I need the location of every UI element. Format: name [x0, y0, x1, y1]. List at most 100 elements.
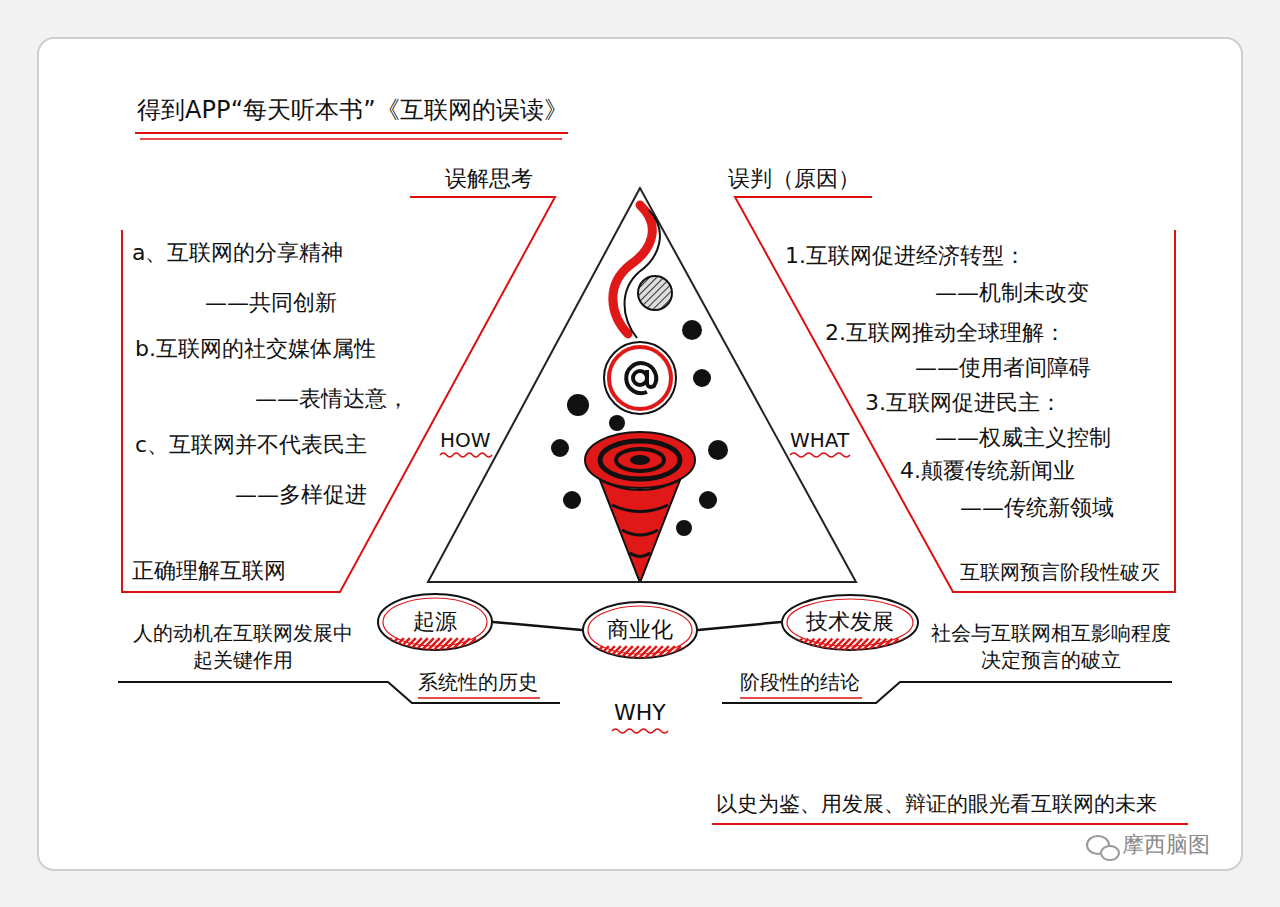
list-note: ——表情达意， [255, 386, 409, 412]
conclusion: 以史为鉴、用发展、辩证的眼光看互联网的未来 [716, 792, 1157, 817]
title-underline [140, 138, 562, 140]
stripe [481, 638, 494, 651]
node-text-holder: 商业化 [607, 617, 673, 643]
at-ring [609, 347, 671, 409]
wavy-underline [440, 453, 492, 457]
stripe [505, 638, 518, 651]
spiral [616, 449, 664, 471]
stripe [367, 638, 380, 651]
stripe [724, 638, 736, 650]
stripe [892, 638, 904, 650]
stripe [952, 638, 964, 650]
ellipse-border [378, 594, 492, 650]
stripe [910, 638, 922, 650]
ellipse-inner-ring [787, 599, 913, 646]
card [38, 38, 1242, 870]
stripe [475, 638, 488, 651]
section-summary: 正确理解互联网 [132, 558, 286, 584]
stripe [343, 638, 356, 651]
stripe [530, 646, 543, 659]
stripe [934, 638, 946, 650]
wavy-underline [612, 729, 668, 733]
stripe [698, 646, 711, 659]
stripe [748, 638, 760, 650]
dot [682, 320, 702, 340]
list-item: 1.互联网促进经济转型： [785, 243, 1026, 269]
stripe-band [524, 646, 765, 659]
spiral-stripe [612, 505, 668, 512]
double-line-connector [493, 622, 582, 630]
double-line-connector [698, 622, 781, 630]
stripe [922, 638, 934, 650]
stripe [572, 646, 585, 659]
flame-outline [625, 210, 660, 338]
stripe [499, 638, 512, 651]
stripe [524, 646, 537, 659]
spiral-cone [600, 480, 680, 580]
stripe [548, 646, 561, 659]
watermark: 摩西脑图 [1122, 832, 1210, 858]
origin-ellipse: 起源 [377, 593, 493, 651]
stripe [385, 638, 398, 651]
ellipse-border [782, 595, 918, 650]
stripe [325, 638, 338, 651]
stripe [319, 638, 332, 651]
list-item: c、互联网并不代表民主 [135, 432, 367, 458]
stripe [523, 638, 536, 651]
stripe [487, 638, 500, 651]
stripe [373, 638, 386, 651]
note: 阶段性的结论 [740, 670, 860, 694]
list-item: 4.颠覆传统新闻业 [900, 458, 1075, 484]
node-label: 商业化 [607, 617, 673, 643]
section-heading: 误解思考 [445, 166, 533, 192]
stripe [517, 638, 530, 651]
stripe [554, 646, 567, 659]
node-label: 起源 [413, 609, 457, 635]
stripe [928, 638, 940, 650]
dot [699, 491, 717, 509]
stripe-band [319, 638, 560, 651]
origin-ellipse: 商业化 [582, 601, 698, 659]
list-item: a、互联网的分享精神 [132, 240, 343, 266]
hatched-ball [638, 276, 672, 310]
stripe [716, 646, 729, 659]
spiral [600, 441, 680, 479]
stripe [742, 638, 754, 650]
wechat-icon [1101, 846, 1119, 860]
stripe [734, 646, 747, 659]
right-bracket [735, 197, 1175, 592]
stripe [730, 638, 742, 650]
title: 得到APP“每天听本书”《互联网的误读》 [137, 96, 568, 125]
spiral [585, 432, 695, 488]
stripe [784, 638, 796, 650]
stripe [740, 646, 753, 659]
ellipse-inner-ring [383, 598, 487, 646]
ellipse-inner-ring [588, 606, 692, 654]
left-bracket [122, 197, 555, 592]
list-item: 3.互联网促进民主： [865, 390, 1062, 416]
stripe [349, 638, 362, 651]
stripe [736, 638, 748, 650]
list-note: ——多样促进 [235, 482, 367, 508]
stripe [584, 646, 597, 659]
stripe [337, 638, 350, 651]
node-label: 技术发展 [806, 609, 894, 635]
section-summary: 互联网预言阶段性破灭 [960, 560, 1160, 584]
stripe [796, 638, 808, 650]
stripe [760, 638, 772, 650]
stripe [469, 638, 482, 651]
stripe [898, 638, 910, 650]
spiral-stripe [630, 553, 650, 557]
stripe [904, 638, 916, 650]
stripe [680, 646, 693, 659]
stripe [529, 638, 542, 651]
stripe [778, 638, 790, 650]
red-underline [740, 697, 862, 699]
stripe [535, 638, 548, 651]
stripe [355, 638, 368, 651]
list-note: ——共同创新 [205, 290, 337, 316]
side-label: WHAT [790, 428, 849, 452]
list-note: ——使用者间障碍 [915, 355, 1091, 381]
title-underline [135, 132, 568, 134]
